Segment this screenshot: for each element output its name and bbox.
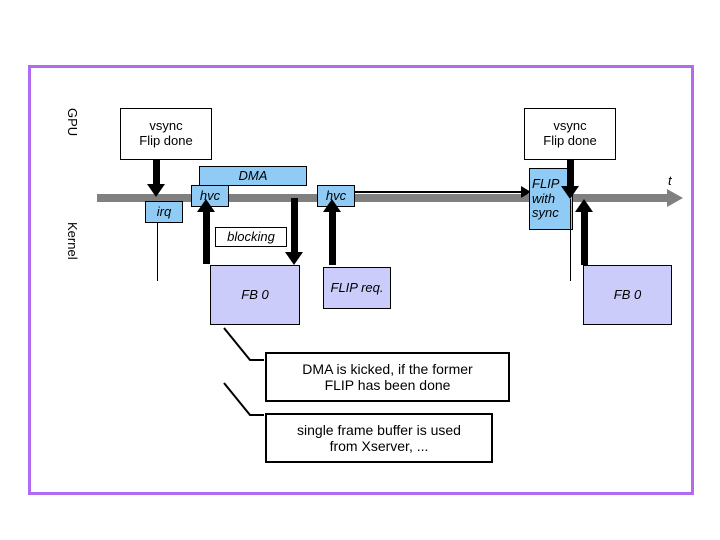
arrow-vsync-to-irq-shaft: [153, 160, 160, 186]
flip-done-label-right: Flip done: [543, 133, 597, 148]
arrow-dma-to-fb0-shaft: [291, 198, 298, 254]
vsync-flip-done-box-left: vsync Flip done: [120, 108, 212, 160]
arrow-flipreq-to-hvc-shaft: [329, 207, 336, 265]
arrow-dma-to-fb0-head: [285, 252, 303, 265]
arrow-fb0-right-shaft: [581, 207, 588, 265]
flip-with-sync-line3: sync: [532, 205, 559, 221]
irq-box: irq: [145, 201, 183, 223]
flip-with-sync-box: FLIP with sync: [529, 168, 573, 230]
vsync-flip-done-box-right: vsync Flip done: [524, 108, 616, 160]
note-dma-kicked: DMA is kicked, if the former FLIP has be…: [265, 352, 510, 402]
vsync-label-left: vsync: [149, 118, 183, 134]
arrow-fb0-to-hvc-head: [197, 199, 215, 212]
flip-done-label-left: Flip done: [139, 133, 193, 148]
time-axis-arrowhead: [667, 189, 683, 207]
arrow-vsync-right-shaft: [567, 160, 574, 188]
arrow-vsync-to-irq-head: [147, 184, 165, 197]
arrow-hvc-to-flip-head: [521, 186, 531, 198]
arrow-fb0-to-hvc-shaft: [203, 207, 210, 264]
arrow-vsync-right-head: [561, 186, 579, 199]
note-single-fb-line2: from Xserver, ...: [329, 438, 429, 454]
irq-tail-line: [157, 223, 158, 281]
blocking-tag: blocking: [215, 227, 287, 247]
time-axis-line: [97, 194, 667, 202]
arrow-fb0-right-head: [575, 199, 593, 212]
vsync-right-tail-line: [570, 199, 571, 281]
arrow-flipreq-to-hvc-head: [323, 199, 341, 212]
flip-req-box: FLIP req.: [323, 267, 391, 309]
flip-with-sync-line1: FLIP: [532, 175, 560, 191]
leader-line-note1: [223, 327, 264, 361]
note-dma-kicked-line2: FLIP has been done: [324, 377, 451, 393]
note-single-fb: single frame buffer is used from Xserver…: [265, 413, 493, 463]
note-single-fb-line1: single frame buffer is used: [297, 421, 461, 438]
leader-line-note2: [223, 382, 264, 416]
arrow-hvc-to-flip-shaft: [355, 191, 523, 193]
fb0-box-left: FB 0: [210, 265, 300, 325]
vsync-label-right: vsync: [553, 118, 587, 134]
dma-box: DMA: [199, 166, 307, 186]
flip-with-sync-line2: with: [532, 190, 556, 206]
fb0-box-right: FB 0: [583, 265, 672, 325]
note-dma-kicked-line1: DMA is kicked, if the former: [302, 360, 473, 377]
time-axis-label: t: [668, 173, 672, 188]
